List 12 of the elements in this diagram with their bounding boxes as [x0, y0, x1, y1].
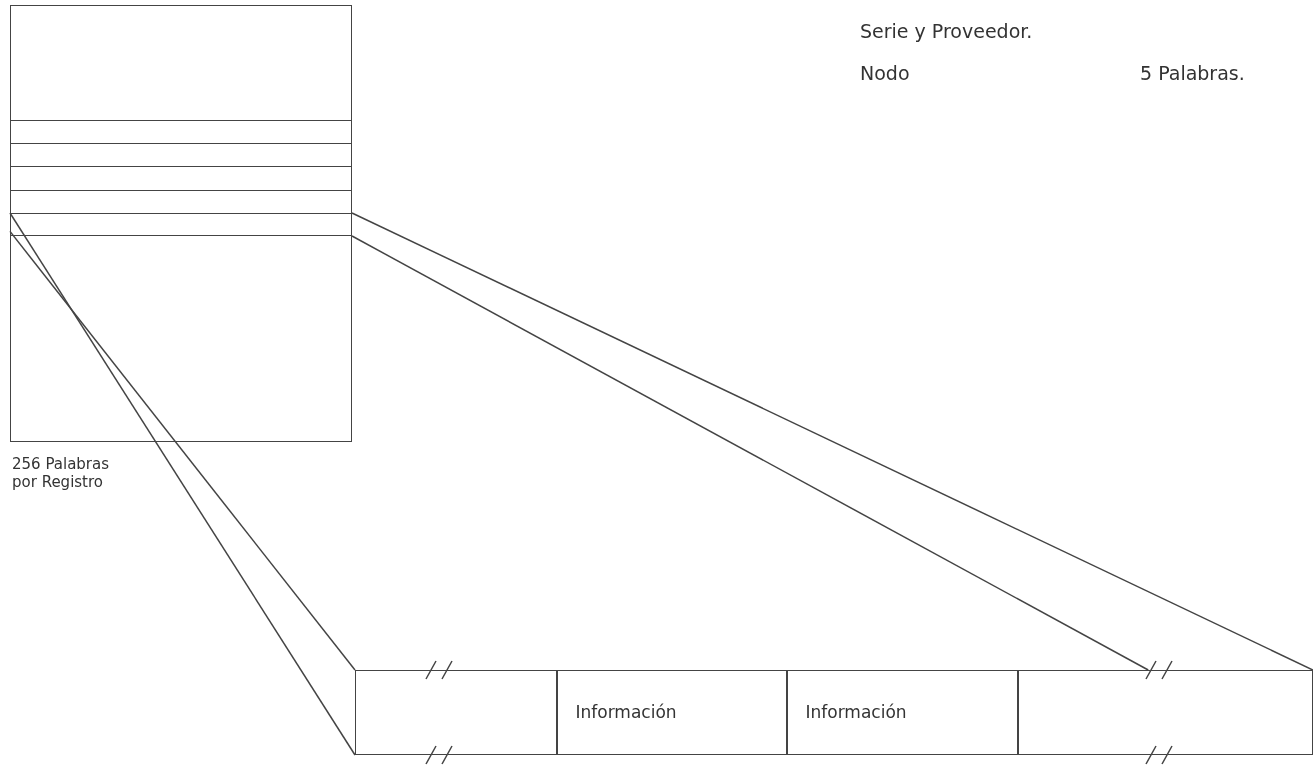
- note-text: 5 Palabras.: [1140, 62, 1245, 84]
- projection-line: [9, 212, 356, 756]
- note-text: Nodo: [860, 62, 910, 84]
- projection-line: [9, 230, 356, 671]
- caption-text: 256 Palabras por Registro: [12, 455, 111, 491]
- highlighted-row: [9, 212, 352, 236]
- projection-line: [351, 235, 1149, 671]
- table-cell: Información: [556, 669, 787, 755]
- table-cell: Información: [786, 669, 1018, 755]
- projection-line: [351, 212, 1313, 671]
- outline-box: [10, 5, 352, 442]
- note-text: Serie y Proveedor.: [860, 20, 1033, 42]
